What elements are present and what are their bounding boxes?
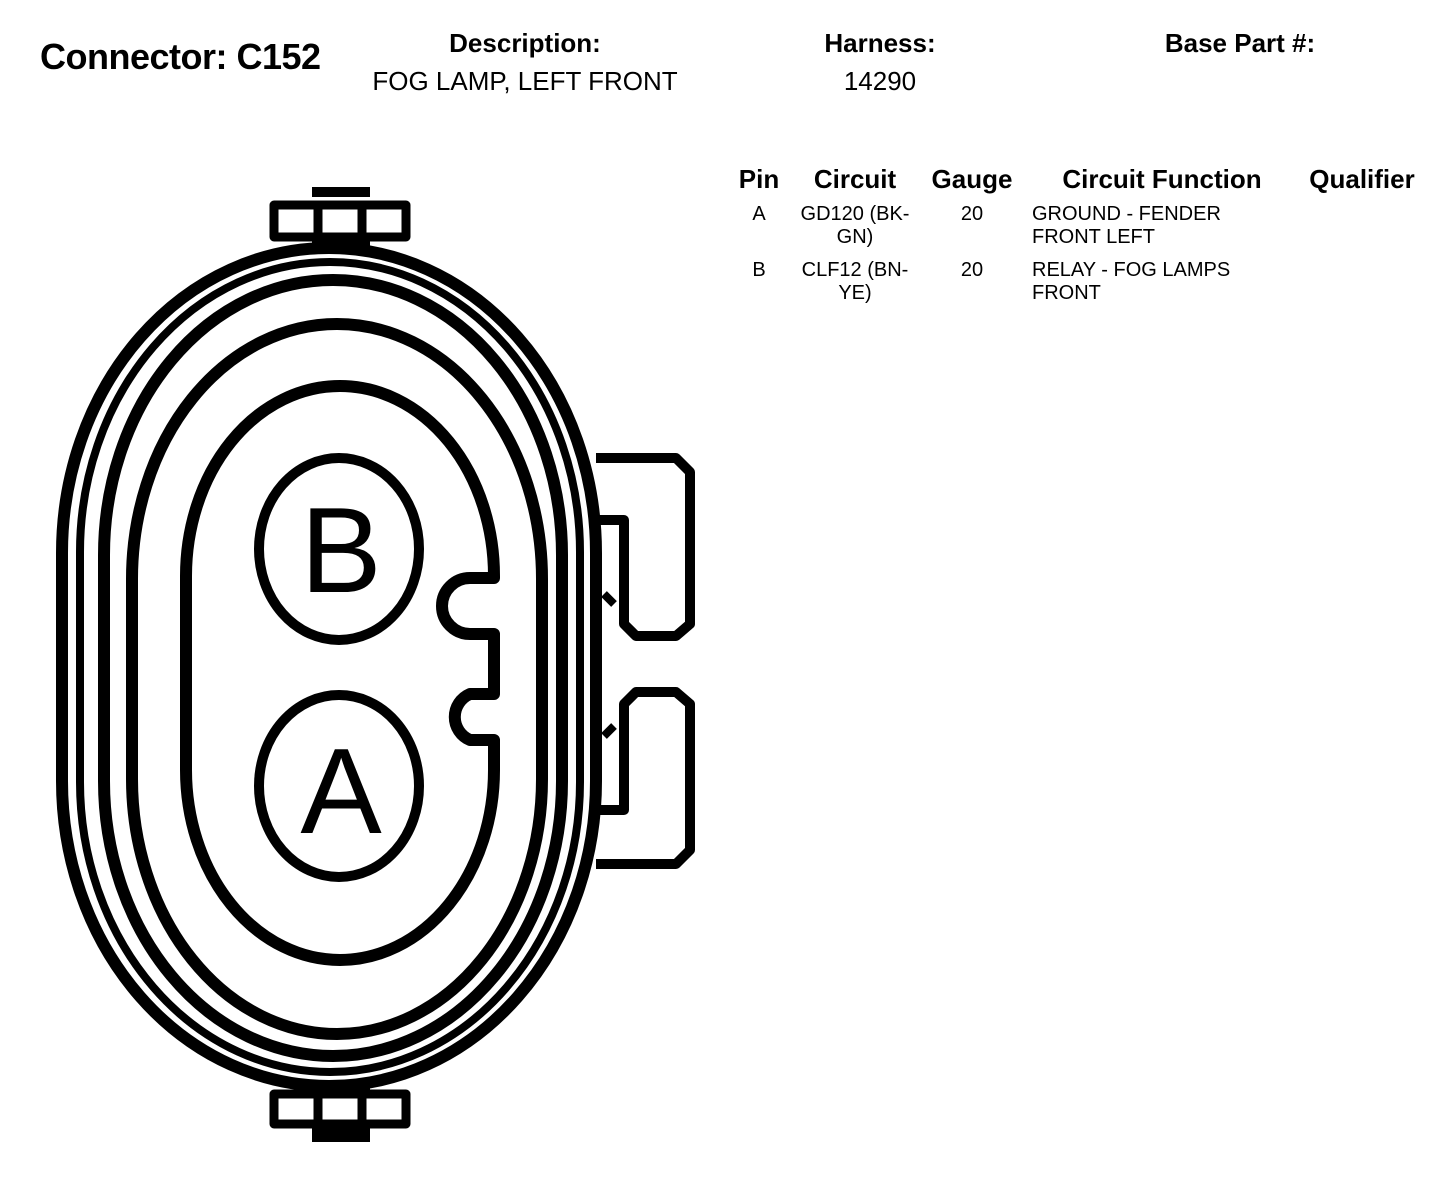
function-cell: GROUND - FENDER FRONT LEFT (1032, 203, 1221, 248)
pin-cell: A (752, 203, 766, 225)
column-function: Circuit Function (1062, 164, 1262, 194)
gauge-cell: 20 (960, 203, 984, 225)
lock-tab-upper (596, 453, 695, 641)
top-latch (269, 187, 411, 251)
circuit-cell: CLF12 (BN-YE) (801, 259, 909, 304)
housing-ring (98, 274, 568, 1062)
base-part-label: Base Part #: (1164, 28, 1316, 58)
pin-cavity (180, 380, 500, 966)
column-gauge: Gauge (931, 164, 1013, 194)
seal-ring (126, 318, 548, 1040)
pin-a-label: A (300, 723, 382, 859)
outer-shell (56, 242, 602, 1092)
pin-b-circle (254, 453, 424, 645)
description-value: FOG LAMP, LEFT FRONT (372, 66, 678, 96)
function-cell: RELAY - FOG LAMPS FRONT (1032, 259, 1231, 304)
connector-title: Connector: C152 (40, 36, 321, 77)
pin-table: Pin Circuit Gauge Circuit Function Quali… (728, 160, 1432, 313)
column-qualifier: Qualifier (1309, 164, 1415, 194)
description-label: Description: (449, 28, 601, 58)
gauge-cell: 20 (960, 259, 984, 281)
harness-label: Harness: (824, 28, 936, 58)
lock-tab-lower (596, 687, 695, 869)
pin-a-circle (254, 690, 424, 882)
harness-value: 14290 (843, 66, 917, 96)
pin-cell: B (752, 259, 766, 281)
table-row: A GD120 (BK-GN) 20 GROUND - FENDER FRONT… (728, 201, 1432, 257)
column-pin: Pin (738, 164, 780, 194)
column-circuit: Circuit (813, 164, 897, 194)
pin-table-header: Pin Circuit Gauge Circuit Function Quali… (728, 160, 1432, 201)
table-row: B CLF12 (BN-YE) 20 RELAY - FOG LAMPS FRO… (728, 257, 1432, 313)
outer-shell-inner (76, 258, 584, 1076)
pin-b-label: B (300, 482, 381, 618)
circuit-cell: GD120 (BK-GN) (800, 203, 910, 248)
